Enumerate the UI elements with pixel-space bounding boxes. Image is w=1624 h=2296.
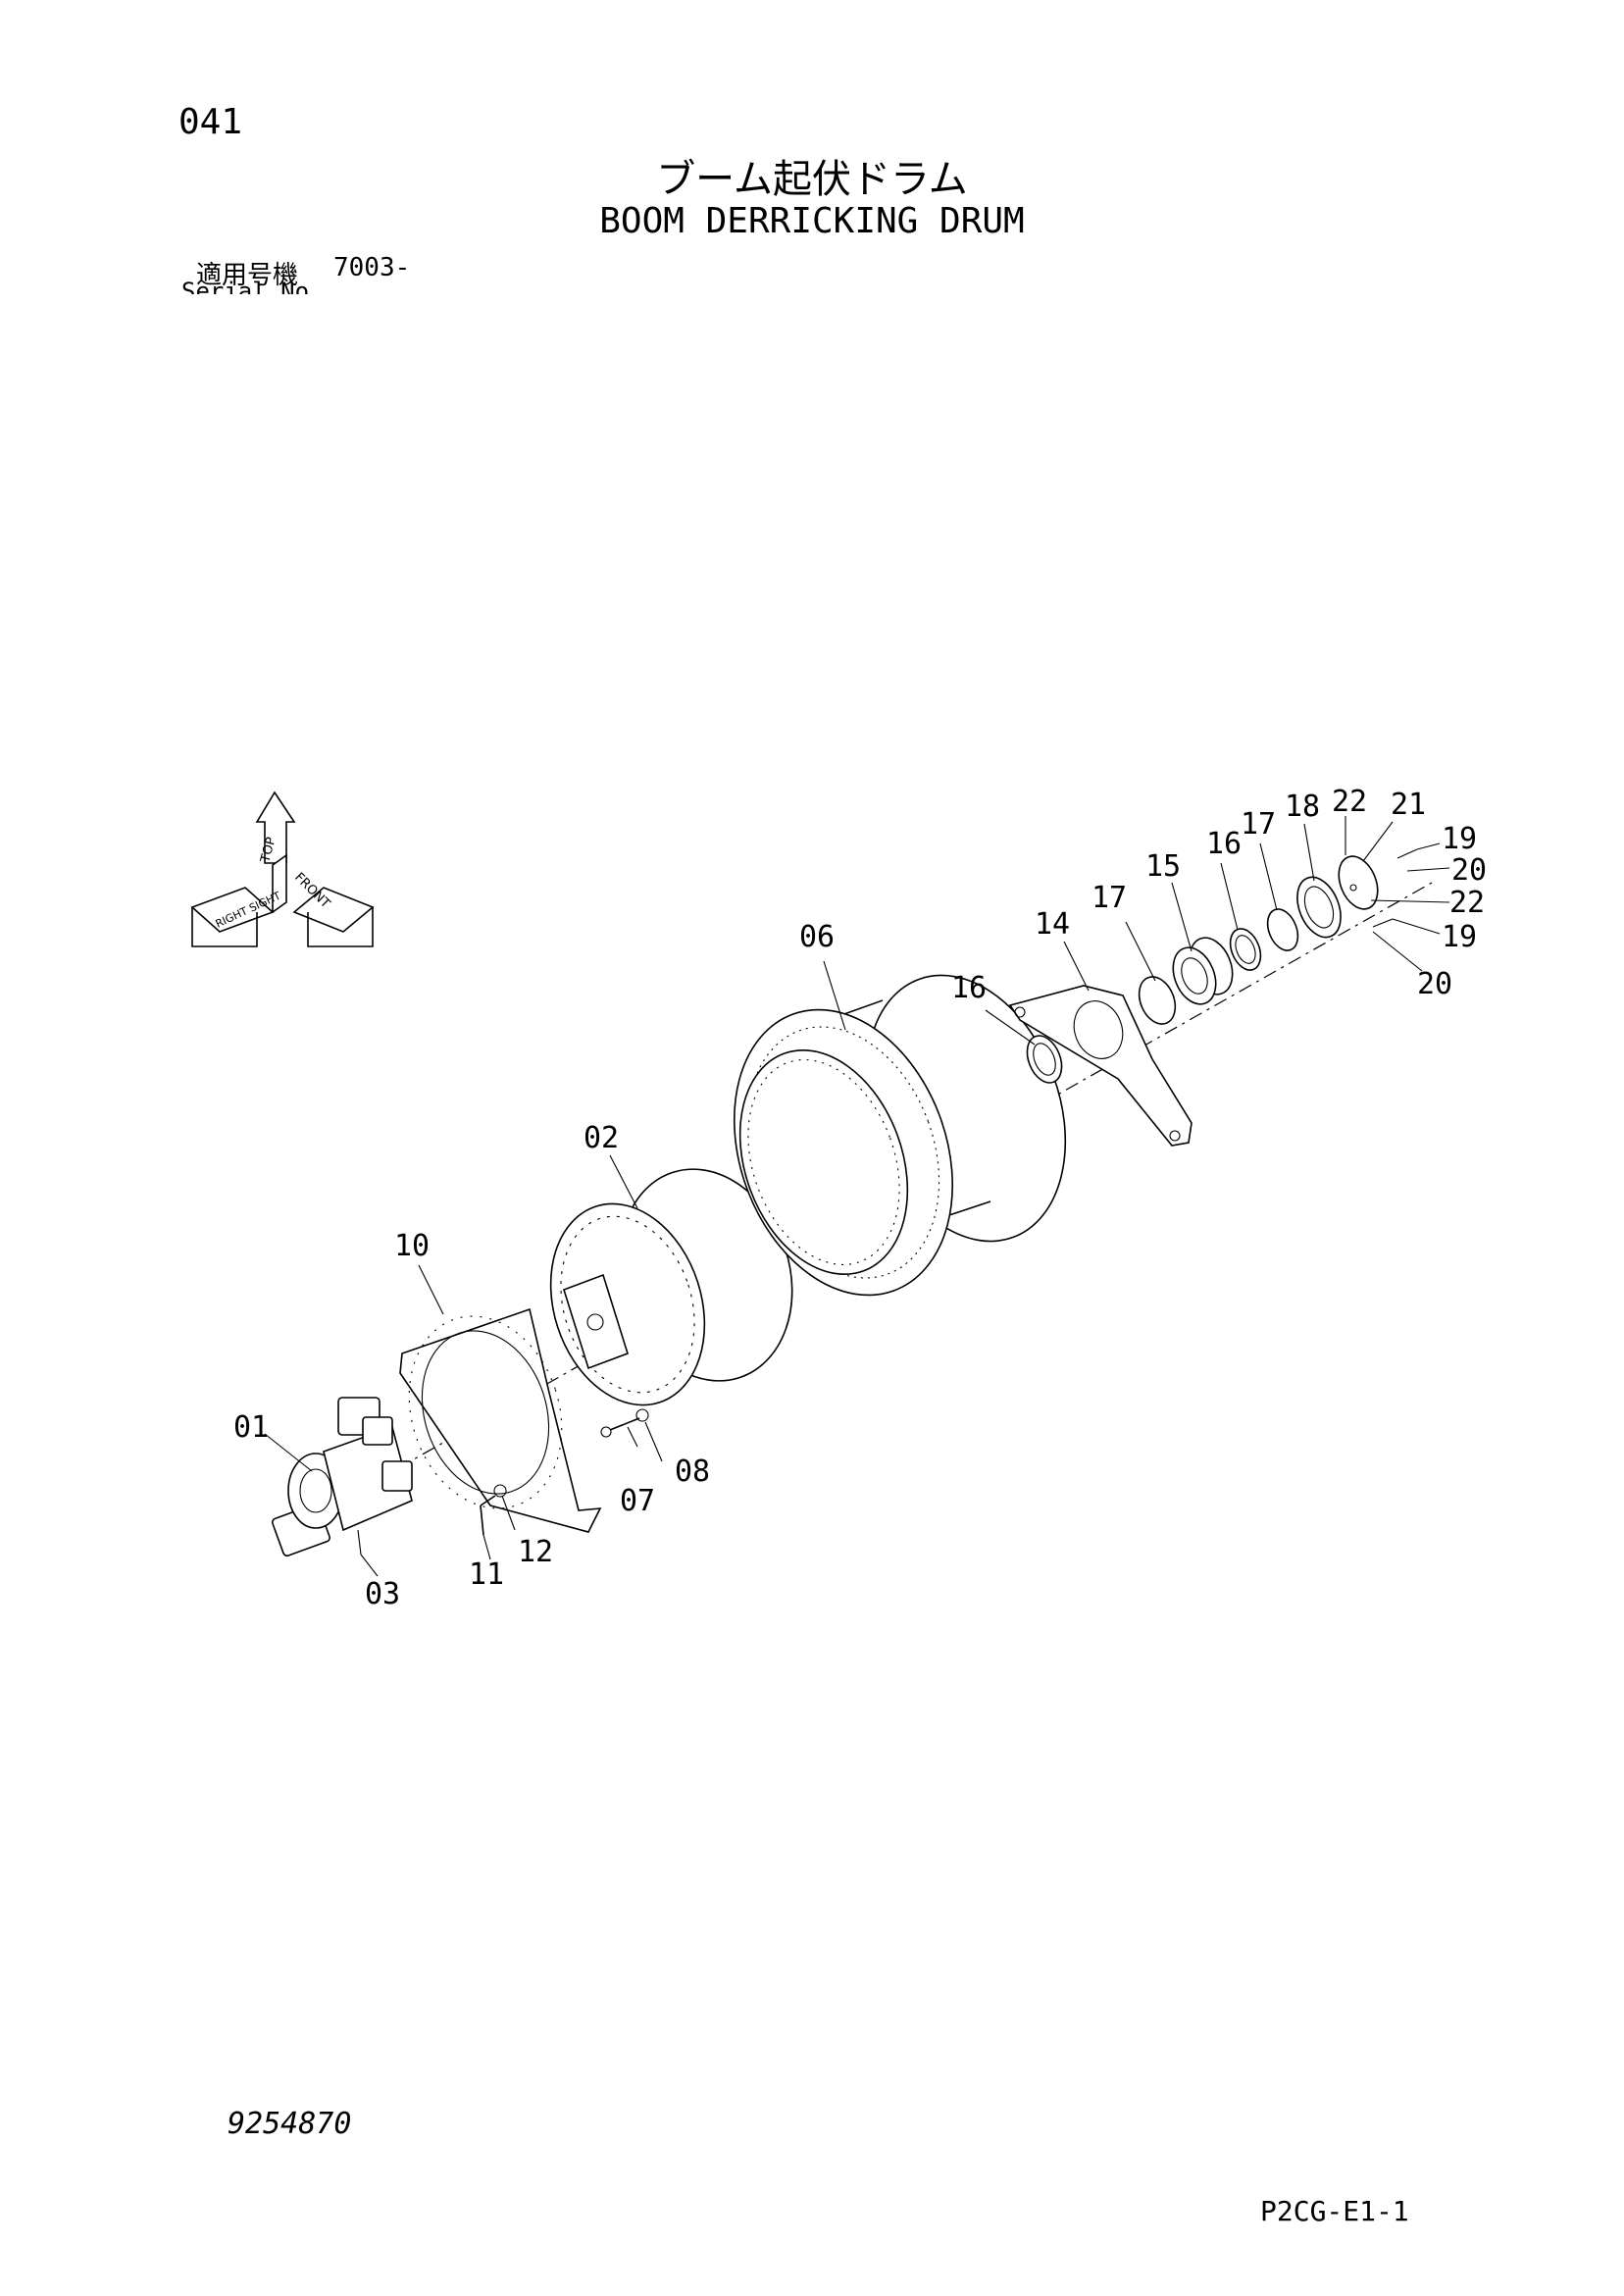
part-17-ring-b (1266, 908, 1299, 951)
part-label: 10 (394, 1229, 430, 1263)
serial-label-japanese: 適用号機 (196, 261, 299, 290)
part-10-mounting-plate (399, 1307, 602, 1533)
serial-label-english: Serial No. (181, 281, 324, 294)
title-english: BOOM DERRICKING DRUM (599, 201, 1025, 241)
serial-value: 7003- (333, 253, 411, 282)
part-label: 02 (584, 1121, 619, 1155)
part-label: 16 (951, 971, 987, 1005)
part-label: 20 (1417, 967, 1452, 1001)
part-label: 06 (799, 920, 835, 954)
part-label: 18 (1285, 790, 1320, 824)
part-label: 11 (469, 1557, 504, 1592)
drawing-number: 9254870 (228, 2107, 352, 2141)
part-07-bolt (600, 1417, 640, 1438)
part-17-ring-a (1138, 976, 1177, 1025)
part-label: 16 (1206, 827, 1242, 861)
part-label: 01 (233, 1410, 269, 1445)
part-14-bracket (1008, 985, 1193, 1147)
part-02-reduction-gear (549, 1168, 793, 1406)
part-label: 22 (1332, 785, 1367, 819)
part-11-bolt (480, 1495, 496, 1536)
part-number-labels: 01 02 03 06 07 08 10 11 12 14 15 16 16 1… (233, 785, 1487, 1611)
part-06-drum (733, 974, 1067, 1297)
title-japanese: ブーム起伏ドラム (656, 157, 968, 202)
part-18-cover (1296, 876, 1342, 939)
page-number: 041 (178, 102, 243, 142)
part-19-bolts (1372, 848, 1418, 928)
part-label: 19 (1442, 920, 1477, 954)
part-label: 14 (1035, 907, 1070, 942)
part-label: 20 (1451, 853, 1487, 888)
part-label: 07 (620, 1484, 655, 1518)
part-12-washer (493, 1484, 507, 1498)
part-label: 12 (518, 1535, 553, 1569)
part-label: 17 (1241, 807, 1276, 842)
part-16-seal-left (1026, 1035, 1063, 1084)
leader-lines (264, 816, 1450, 1577)
part-08-washer (635, 1408, 649, 1422)
part-01-motor (271, 1397, 413, 1557)
part-label: 08 (675, 1454, 710, 1489)
part-label: 22 (1449, 886, 1485, 920)
page-code: P2CG-E1-1 (1260, 2195, 1409, 2227)
part-label: 17 (1091, 881, 1127, 915)
part-label: 21 (1391, 788, 1426, 822)
part-15-bearing (1172, 937, 1234, 1005)
orientation-top-label: TOP (258, 836, 279, 865)
part-label: 19 (1442, 822, 1477, 856)
part-label: 15 (1145, 849, 1181, 884)
part-21-end-plate (1338, 855, 1379, 910)
orientation-symbol: TOP FRONT RIGHT SIGHT (190, 791, 375, 947)
part-label: 03 (365, 1577, 400, 1611)
